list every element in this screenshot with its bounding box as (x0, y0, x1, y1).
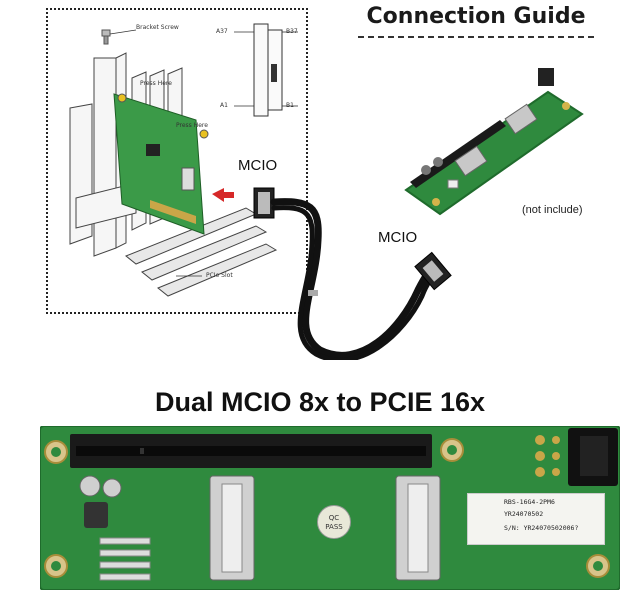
pin-header (99, 537, 151, 581)
sticker-model: RBS-16G4-2PM6 (504, 498, 555, 506)
mcio-label-1: MCIO (238, 157, 278, 174)
capacitors (79, 475, 122, 528)
connection-guide-title: Connection Guide (366, 4, 586, 29)
mcio-port-2 (395, 475, 441, 581)
qc-badge-top: QC (328, 514, 340, 522)
product-title: Dual MCIO 8x to PCIE 16x (154, 387, 486, 417)
riser-card-sketch (113, 93, 205, 235)
riser-board-photo (404, 68, 584, 216)
sticker-version: YR24070502 (504, 510, 544, 518)
qc-badge-bottom: PASS (325, 523, 343, 531)
pin-b1-label: B1 (286, 102, 294, 109)
mcio-connector-end-2 (414, 251, 452, 291)
bracket-screw-icon (101, 29, 111, 45)
sticker-serial: S/N: YR24070502006? (504, 524, 579, 532)
press-here-label-2: Press Here (176, 122, 208, 129)
connector-pinout-diagram (234, 23, 298, 117)
qc-pass-badge: QC PASS (317, 505, 351, 539)
mcio-label-2: MCIO (378, 229, 418, 246)
bracket-screw-label: Bracket Screw (136, 24, 179, 31)
pin-b37-label: B37 (286, 28, 298, 35)
press-here-marker-1 (117, 93, 127, 103)
pin-a1-label: A1 (220, 102, 228, 109)
pcie-x16-slot (70, 434, 432, 468)
mcio-port-1 (209, 475, 255, 581)
gold-pads (535, 435, 560, 477)
mcio-cable (253, 187, 452, 360)
insert-arrow-icon (212, 188, 234, 202)
pcie-slot-label: PCIe Slot (206, 272, 233, 279)
pin-a37-label: A37 (216, 28, 228, 35)
installation-diagram-frame (46, 8, 308, 314)
press-here-marker-2 (199, 129, 209, 139)
pcie-slots-sketch (125, 207, 278, 297)
power-connector (568, 428, 618, 486)
connection-guide-underline (358, 36, 594, 38)
product-label-sticker: RBS-16G4-2PM6 YR24070502 S/N: YR24070502… (467, 493, 605, 545)
press-here-label-1: Press Here (140, 80, 172, 87)
mcio-connector-end-1 (253, 187, 275, 219)
installation-diagram (69, 23, 298, 297)
not-included-note: (not include) (522, 204, 583, 216)
